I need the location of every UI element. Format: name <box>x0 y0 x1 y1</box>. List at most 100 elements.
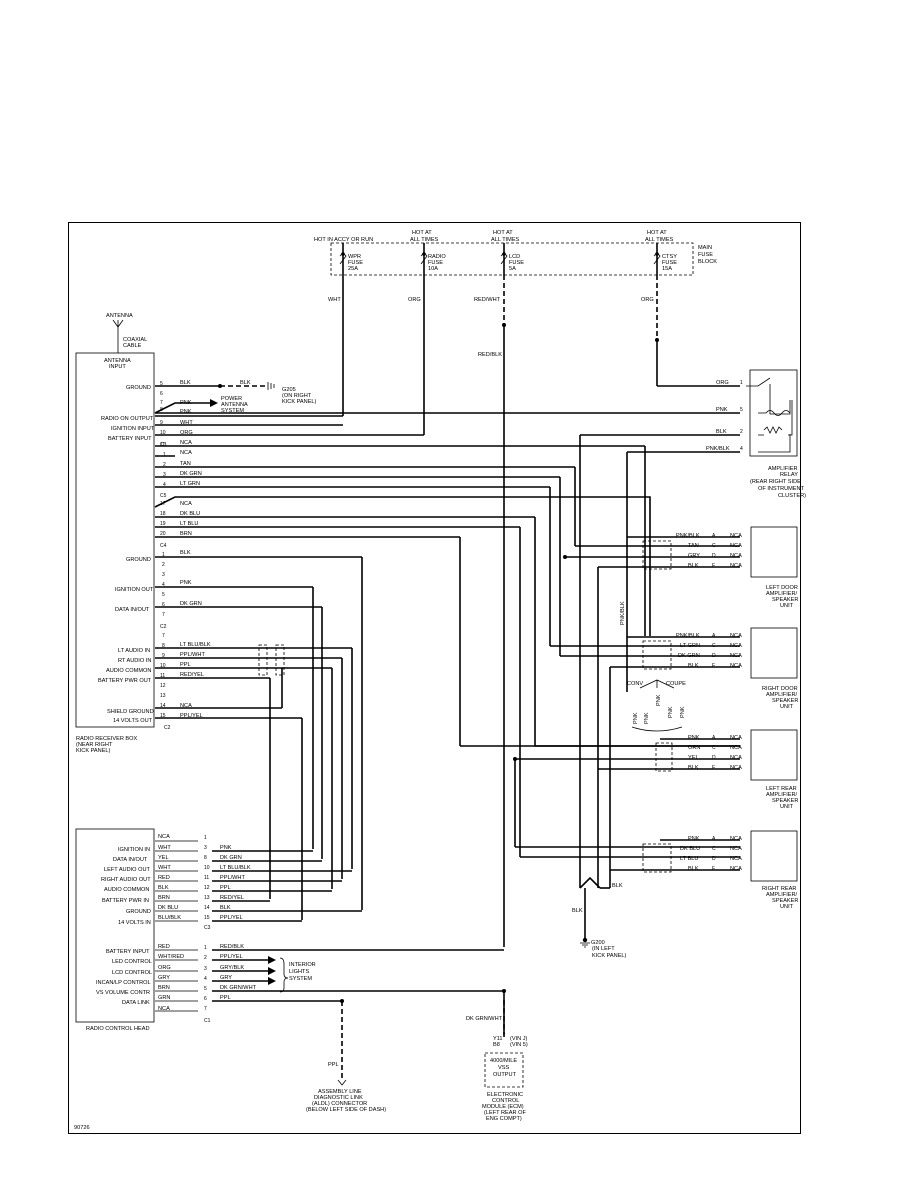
fuse-block: HOT IN ACCY OR RUN HOT AT ALL TIMES HOT … <box>314 230 717 276</box>
relay-wires <box>579 434 740 888</box>
fuse-wires: WHT ORG RED/WHT RED/BLK ORG <box>155 275 740 947</box>
svg-text:DK GRN/WHT: DK GRN/WHT <box>220 985 257 991</box>
svg-text:BLK: BLK <box>688 765 699 771</box>
svg-text:4000/MILE: 4000/MILE <box>490 1058 517 1064</box>
fuse-type-1: FUSE <box>348 260 363 266</box>
svg-text:(ON RIGHT: (ON RIGHT <box>282 393 312 399</box>
svg-text:A: A <box>712 533 716 539</box>
svg-text:3: 3 <box>204 966 207 972</box>
svg-text:LEFT REAR: LEFT REAR <box>766 786 797 792</box>
svg-text:VSS: VSS <box>498 1065 509 1071</box>
hot-label-2b: ALL TIMES <box>410 237 439 243</box>
svg-text:CLUSTER): CLUSTER) <box>778 493 806 499</box>
svg-text:NCA: NCA <box>730 543 742 549</box>
conn-c3: C3 <box>160 442 167 448</box>
svg-text:UNIT: UNIT <box>780 704 794 710</box>
svg-text:AMPLIFIER/: AMPLIFIER/ <box>766 792 798 798</box>
svg-text:LT BLU: LT BLU <box>180 521 198 527</box>
svg-text:LED CONTROL: LED CONTROL <box>112 959 152 965</box>
svg-text:PNK/BLK: PNK/BLK <box>706 446 730 452</box>
svg-text:BATTERY PWR IN: BATTERY PWR IN <box>102 898 149 904</box>
svg-text:C: C <box>712 543 716 549</box>
svg-text:14 VOLTS IN: 14 VOLTS IN <box>118 920 151 926</box>
svg-text:PPL: PPL <box>220 885 231 891</box>
fuse-name-2: RADIO <box>428 254 446 260</box>
svg-text:UNIT: UNIT <box>780 904 794 910</box>
fuse-name-1: WPR <box>348 254 361 260</box>
svg-text:POWER: POWER <box>221 396 242 402</box>
conn-c2b: C2 <box>164 725 171 731</box>
svg-text:14: 14 <box>204 905 210 911</box>
svg-text:D: D <box>712 755 716 761</box>
wire-label-red-wht: RED/WHT <box>474 297 501 303</box>
svg-text:BLK: BLK <box>688 663 699 669</box>
svg-text:SPEAKER: SPEAKER <box>772 597 798 603</box>
receiver-label-lt-audio: LT AUDIO IN <box>118 648 150 654</box>
radio-control-head: IGNITION IN DATA IN/OUT LEFT AUDIO OUT R… <box>75 828 155 1032</box>
svg-text:7: 7 <box>204 1006 207 1012</box>
svg-text:DK BLU: DK BLU <box>180 511 200 517</box>
svg-text:PPL/WHT: PPL/WHT <box>180 652 205 658</box>
wire-label-red-blk: RED/BLK <box>478 352 502 358</box>
svg-text:1: 1 <box>162 552 165 558</box>
svg-text:C1: C1 <box>204 1018 211 1024</box>
svg-text:DATA IN/OUT: DATA IN/OUT <box>113 857 148 863</box>
svg-text:TAN: TAN <box>688 543 699 549</box>
antenna-label: ANTENNA <box>106 313 133 319</box>
svg-text:WHT: WHT <box>158 865 171 871</box>
svg-text:4: 4 <box>163 482 166 488</box>
svg-text:D: D <box>712 653 716 659</box>
speaker-wires <box>460 536 740 889</box>
svg-text:1: 1 <box>163 452 166 458</box>
svg-text:GRY/BLK: GRY/BLK <box>220 965 244 971</box>
svg-text:(IN LEFT: (IN LEFT <box>592 946 615 952</box>
svg-text:BLK: BLK <box>180 550 191 556</box>
speaker-right-rear: PNK DK BLU LT BLU BLK A C D F NCA NCA NC… <box>680 830 798 910</box>
svg-text:NCA: NCA <box>730 735 742 741</box>
svg-text:(REAR RIGHT SIDE: (REAR RIGHT SIDE <box>750 479 801 485</box>
svg-text:WHT/RED: WHT/RED <box>158 954 184 960</box>
relay-coil-icon <box>746 377 793 453</box>
svg-text:PPL/WHT: PPL/WHT <box>220 875 245 881</box>
svg-text:11: 11 <box>204 875 209 881</box>
receiver-label-audio-common: AUDIO COMMON <box>106 668 151 674</box>
fuse-block-label-1: MAIN <box>698 245 712 251</box>
svg-text:10: 10 <box>204 865 210 871</box>
svg-text:B8: B8 <box>493 1042 500 1048</box>
receiver-c1: 5 6 7 8 9 10 BLK PNK PNK WHT ORG BLK G20… <box>154 380 740 436</box>
receiver-c4: 1 BLK 2 3 4 PNK 5 6 DK GRN 7 <box>155 550 363 910</box>
fuse-type-4: FUSE <box>662 260 677 266</box>
svg-text:RED/YEL: RED/YEL <box>180 672 204 678</box>
svg-text:3: 3 <box>162 572 165 578</box>
speaker-left-door: PNK/BLK TAN GRY BLK A C D F NCA NCA NCA … <box>676 526 798 609</box>
svg-text:F: F <box>712 663 715 669</box>
svg-text:6: 6 <box>204 996 207 1002</box>
svg-text:GRY: GRY <box>220 975 232 981</box>
svg-text:A: A <box>712 836 716 842</box>
svg-text:NCA: NCA <box>730 533 742 539</box>
svg-text:NCA: NCA <box>158 834 170 840</box>
svg-text:6: 6 <box>162 602 165 608</box>
svg-text:10: 10 <box>160 430 166 436</box>
svg-text:Y11: Y11 <box>493 1036 503 1042</box>
fuse-block-label-3: BLOCK <box>698 259 717 265</box>
svg-text:PPL/YEL: PPL/YEL <box>220 915 243 921</box>
svg-text:AMPLIFIER/: AMPLIFIER/ <box>766 591 798 597</box>
receiver-label-ground: GROUND <box>126 385 151 391</box>
svg-text:ORG: ORG <box>180 430 193 436</box>
svg-text:PPL/YEL: PPL/YEL <box>220 954 243 960</box>
svg-text:BLK: BLK <box>572 908 583 914</box>
svg-text:DK GRN: DK GRN <box>678 653 700 659</box>
svg-text:(BELOW LEFT SIDE OF DASH): (BELOW LEFT SIDE OF DASH) <box>306 1107 386 1113</box>
coupe-conv-option: CONV COUPE PNK/BLK PNK PNK PNK PNK PNK <box>620 601 686 732</box>
svg-text:CONTROL: CONTROL <box>492 1098 519 1104</box>
svg-text:C: C <box>712 643 716 649</box>
svg-text:NCA: NCA <box>730 633 742 639</box>
svg-text:F: F <box>712 765 715 771</box>
svg-text:CONV: CONV <box>627 681 643 687</box>
svg-text:NCA: NCA <box>158 1006 170 1012</box>
hot-label-4b: ALL TIMES <box>645 237 674 243</box>
svg-text:YEL: YEL <box>688 755 699 761</box>
svg-text:BATTERY INPUT: BATTERY INPUT <box>106 949 150 955</box>
